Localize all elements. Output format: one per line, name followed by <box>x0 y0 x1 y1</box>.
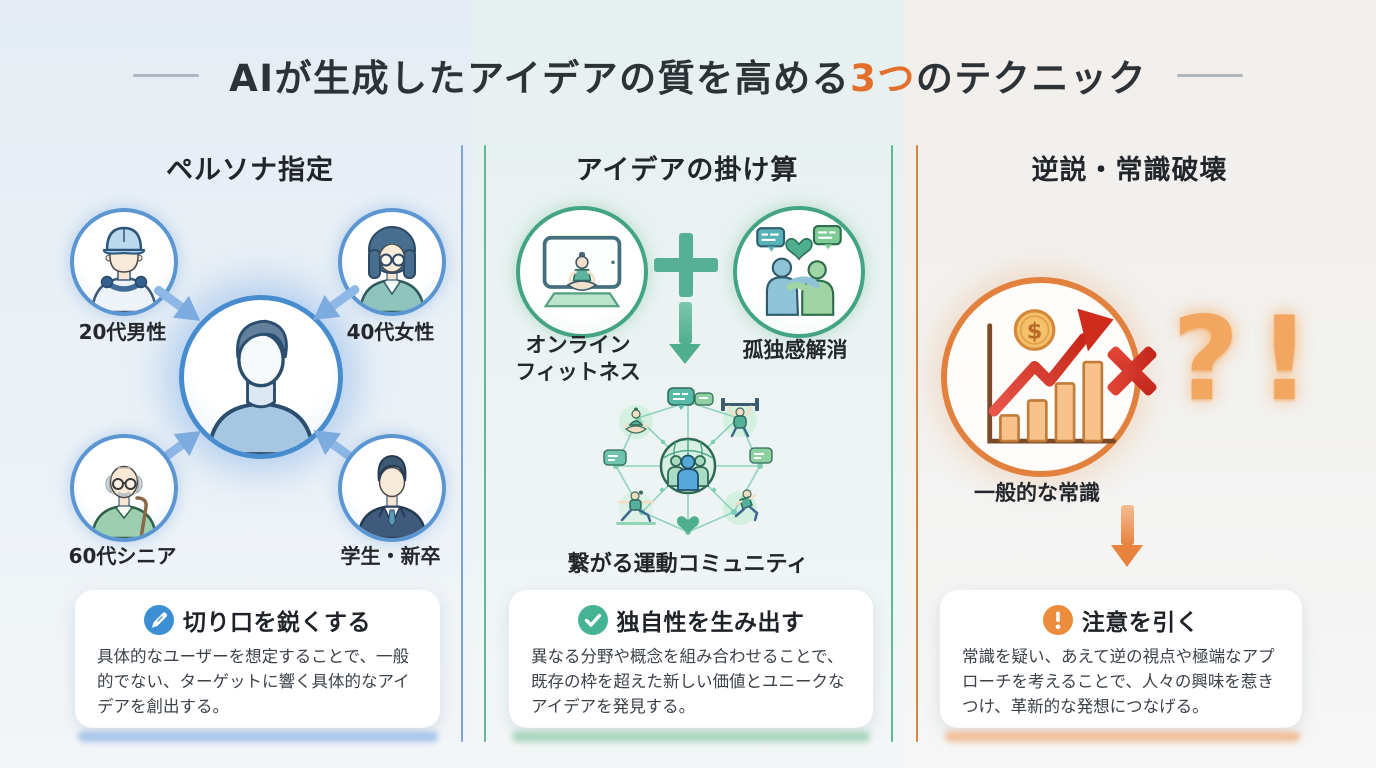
title-highlight: 3つ <box>850 57 916 100</box>
persona-avatar-middle-aged-woman <box>338 208 446 316</box>
card-header: 切り口を鋭くする <box>75 603 440 637</box>
column2-background <box>472 0 904 768</box>
title-dash-right <box>1176 73 1243 77</box>
factor-b-label: 孤独感解消 <box>742 338 848 362</box>
divider-col2-left <box>484 145 486 742</box>
divider-col2-right <box>891 145 893 742</box>
common-sense-label: 一般的な常識 <box>974 481 1100 505</box>
arrow-into-center-icon <box>145 273 212 335</box>
common-sense-circle: $ <box>941 277 1141 477</box>
growth-chart-icon: $ <box>987 308 1117 444</box>
down-arrow-icon <box>1111 505 1143 567</box>
card-header: 注意を引く <box>940 603 1302 637</box>
card-title: 注意を引く <box>1081 610 1200 636</box>
divider-col3-left <box>916 145 918 742</box>
takeaway-card-multiplication: 独自性を生み出す 異なる分野や概念を組み合わせることで、既存の枠を超えた新しい価… <box>509 590 873 728</box>
arrow-into-center-icon <box>145 416 212 478</box>
takeaway-card-persona: 切り口を鋭くする 具体的なユーザーを想定することで、一般的でない、ターゲットに響… <box>75 590 440 728</box>
multiply-icon <box>1098 337 1166 405</box>
online-fitness-circle <box>516 206 648 338</box>
column3-background <box>904 0 1376 768</box>
alert-icon <box>1042 605 1073 635</box>
persona-label: 学生・新卒 <box>340 544 441 568</box>
student-icon <box>356 454 428 538</box>
accent-underline-green <box>512 731 870 742</box>
question-mark: ? <box>1172 292 1240 427</box>
plus-icon <box>654 233 718 297</box>
title-pre: AIが生成したアイデアの質を高める <box>229 57 851 100</box>
persona-label: 60代シニア <box>68 544 177 568</box>
community-network-icon <box>603 387 773 535</box>
column1-header: ペルソナ指定 <box>166 155 334 186</box>
online-fitness-icon <box>542 235 622 308</box>
factor-a-line1: オンライン <box>525 333 631 357</box>
title-bar: AIが生成したアイデアの質を高める3つのテクニック <box>0 48 1376 102</box>
page-title: AIが生成したアイデアの質を高める3つのテクニック <box>229 48 1147 102</box>
card-body: 異なる分野や概念を組み合わせることで、既存の枠を超えた新しい価値とユニークなアイ… <box>531 647 845 717</box>
persona-avatar-student <box>338 434 446 542</box>
senior-man-icon <box>90 465 158 538</box>
persona-avatar-young-man <box>70 208 178 316</box>
accent-underline-blue <box>78 731 438 742</box>
target-user-icon <box>207 319 315 454</box>
card-title: 独自性を生み出す <box>616 610 805 636</box>
arrow-into-center-icon <box>303 273 370 335</box>
persona-label: 20代男性 <box>78 320 167 344</box>
young-man-icon <box>90 226 158 312</box>
title-dash-left <box>133 73 200 77</box>
middle-aged-woman-icon <box>358 226 426 312</box>
card-header: 独自性を生み出す <box>509 603 873 637</box>
down-arrow-icon <box>669 302 701 364</box>
column3-header: 逆説・常識破壊 <box>1031 155 1228 186</box>
factor-a-line2: フィットネス <box>515 360 641 385</box>
svg-text:$: $ <box>1027 319 1043 345</box>
card-title: 切り口を鋭くする <box>183 610 371 636</box>
exclamation-mark: ! <box>1258 292 1311 427</box>
loneliness-relief-circle <box>733 206 865 338</box>
card-body: 常識を疑い、あえて逆の視点や極端なアプローチを考えることで、人々の興味を惹きつけ… <box>962 647 1275 717</box>
column1-background <box>0 0 472 768</box>
companionship-icon <box>756 224 842 316</box>
divider-col1-right <box>461 145 463 742</box>
pen-icon <box>144 605 174 635</box>
factor-a-label: オンライン フィットネス <box>488 332 668 387</box>
persona-avatar-senior <box>70 434 178 542</box>
persona-avatar-target-user <box>179 295 343 459</box>
card-body: 具体的なユーザーを想定することで、一般的でない、ターゲットに響く具体的なアイデア… <box>97 647 410 717</box>
column2-header: アイデアの掛け算 <box>575 155 799 186</box>
takeaway-card-paradox: 注意を引く 常識を疑い、あえて逆の視点や極端なアプローチを考えることで、人々の興… <box>940 590 1302 728</box>
check-icon <box>577 605 608 635</box>
fitness-community-network <box>598 386 778 544</box>
title-post: のテクニック <box>915 57 1147 100</box>
accent-underline-orange <box>945 731 1300 742</box>
persona-label: 40代女性 <box>346 320 435 344</box>
result-label: 繋がる運動コミュニティ <box>567 552 809 577</box>
arrow-into-center-icon <box>303 416 370 478</box>
